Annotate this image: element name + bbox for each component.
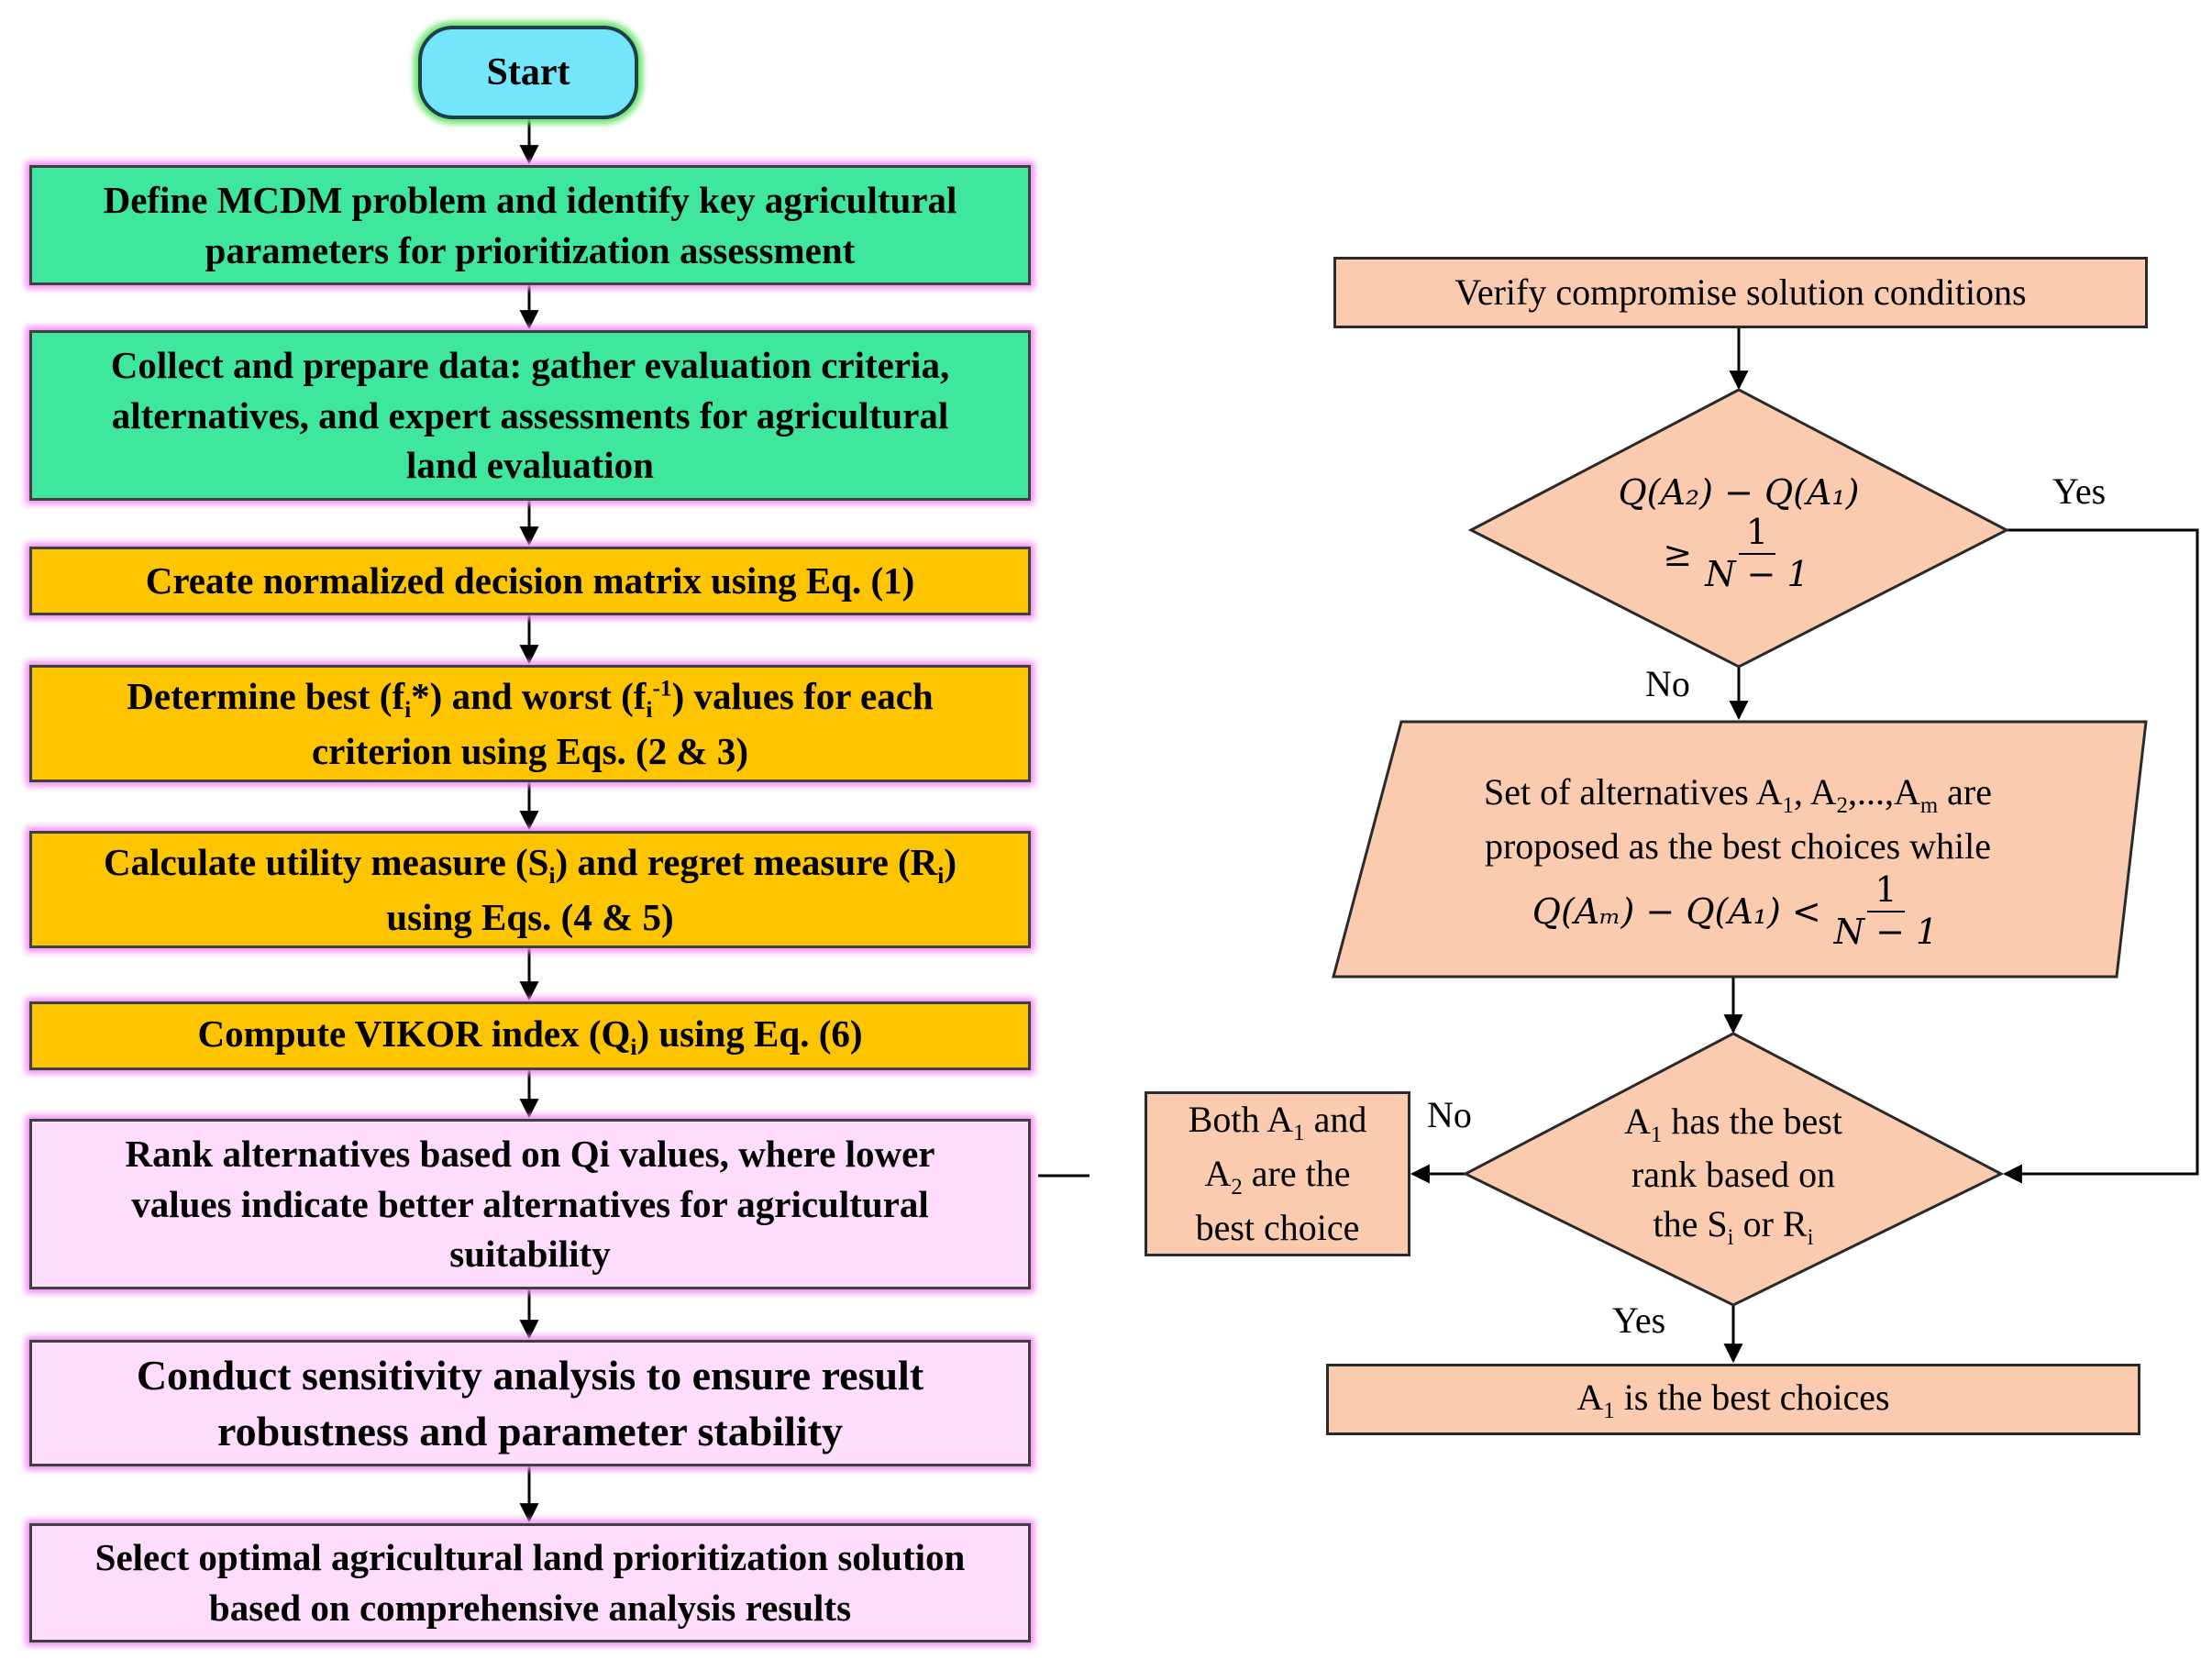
step3-line1: Create normalized decision matrix using …	[145, 559, 915, 603]
set-num: 1	[1867, 870, 1905, 913]
decision2-line2: rank based on	[1631, 1154, 1836, 1195]
decision1-no-label: No	[1645, 663, 1690, 704]
step2-line2: alternatives, and expert assessments for…	[111, 393, 949, 437]
both-line2: A2 are the	[1204, 1153, 1351, 1200]
step-select-solution: Select optimal agricultural land priorit…	[29, 1523, 1031, 1642]
arrow-decision1-yes	[2002, 528, 2199, 1184]
step2-line3: land evaluation	[406, 444, 654, 487]
decision1-diamond	[1467, 388, 2010, 669]
decision1-num: 1	[1738, 513, 1776, 555]
step-normalize-matrix: Create normalized decision matrix using …	[29, 547, 1031, 615]
step1-line2: parameters for prioritization assessment	[205, 228, 856, 271]
decision2-yes-label: Yes	[1612, 1300, 1666, 1341]
step-define-problem: Define MCDM problem and identify key agr…	[29, 165, 1031, 285]
step-sensitivity-analysis: Conduct sensitivity analysis to ensure r…	[29, 1340, 1031, 1466]
decision2-diamond	[1462, 1032, 2005, 1307]
step7-line2: values indicate better alternatives for …	[131, 1182, 929, 1225]
step-utility-regret: Calculate utility measure (Si) and regre…	[29, 831, 1031, 948]
final-label: A1 is the best choices	[1576, 1376, 1890, 1423]
step-collect-data: Collect and prepare data: gather evaluat…	[29, 330, 1031, 501]
step9-line1: Select optimal agricultural land priorit…	[94, 1536, 966, 1579]
final-best-box: A1 is the best choices	[1326, 1364, 2140, 1435]
step5-line2: using Eqs. (4 & 5)	[386, 895, 674, 938]
step9-line2: based on comprehensive analysis results	[208, 1587, 852, 1629]
set-box-text: Set of alternatives A1, A2,...,Am are pr…	[1376, 754, 2100, 967]
set-parallelogram	[1332, 720, 2148, 979]
decision2-no-label: No	[1427, 1094, 1472, 1135]
both-line3: best choice	[1195, 1207, 1360, 1249]
start-node: Start	[418, 26, 638, 119]
decision2-line1: A1 has the best	[1624, 1100, 1842, 1147]
step4-line1: Determine best (fi*) and worst (fi-1) va…	[127, 674, 934, 723]
step5-line1: Calculate utility measure (Si) and regre…	[103, 840, 957, 889]
step7-line3: suitability	[449, 1233, 611, 1276]
step-vikor-index: Compute VIKOR index (Qi) using Eq. (6)	[29, 1001, 1031, 1070]
step1-line1: Define MCDM problem and identify key agr…	[103, 178, 957, 221]
set-lhs: Q(Aₘ) − Q(A₁) <	[1532, 890, 1821, 932]
step-rank-alternatives: Rank alternatives based on Qi values, wh…	[29, 1119, 1031, 1289]
step8-line1: Conduct sensitivity analysis to ensure r…	[136, 1351, 924, 1399]
step6-line1: Compute VIKOR index (Qi) using Eq. (6)	[197, 1012, 863, 1060]
step7-line1: Rank alternatives based on Qi values, wh…	[125, 1133, 935, 1176]
both-best-box: Both A1 and A2 are the best choice	[1145, 1091, 1410, 1256]
set-line1: Set of alternatives A1, A2,...,Am are	[1484, 771, 1992, 819]
verify-label: Verify compromise solution conditions	[1454, 271, 2027, 314]
decision1-den: N − 1	[1705, 554, 1809, 594]
step-best-worst-values: Determine best (fi*) and worst (fi-1) va…	[29, 665, 1031, 782]
decision1-geq: ≥	[1663, 534, 1693, 574]
start-label: Start	[486, 51, 570, 94]
set-den: N − 1	[1833, 912, 1939, 953]
set-line2: proposed as the best choices while	[1484, 825, 1992, 868]
decision1-yes-label: Yes	[2052, 470, 2107, 512]
step8-line2: robustness and parameter stability	[217, 1408, 843, 1454]
decision1-lhs: Q(A₂) − Q(A₁)	[1618, 472, 1860, 514]
step4-line2: criterion using Eqs. (2 & 3)	[311, 729, 749, 772]
decision1-text: Q(A₂) − Q(A₁) ≥ 1 N − 1	[1550, 453, 1928, 614]
decision2-line3: the Si or Ri	[1653, 1203, 1814, 1250]
decision2-text: A1 has the best rank based on the Si or …	[1577, 1097, 1889, 1253]
step2-line1: Collect and prepare data: gather evaluat…	[110, 344, 950, 387]
both-line1: Both A1 and	[1188, 1099, 1367, 1146]
verify-box: Verify compromise solution conditions	[1333, 257, 2148, 328]
